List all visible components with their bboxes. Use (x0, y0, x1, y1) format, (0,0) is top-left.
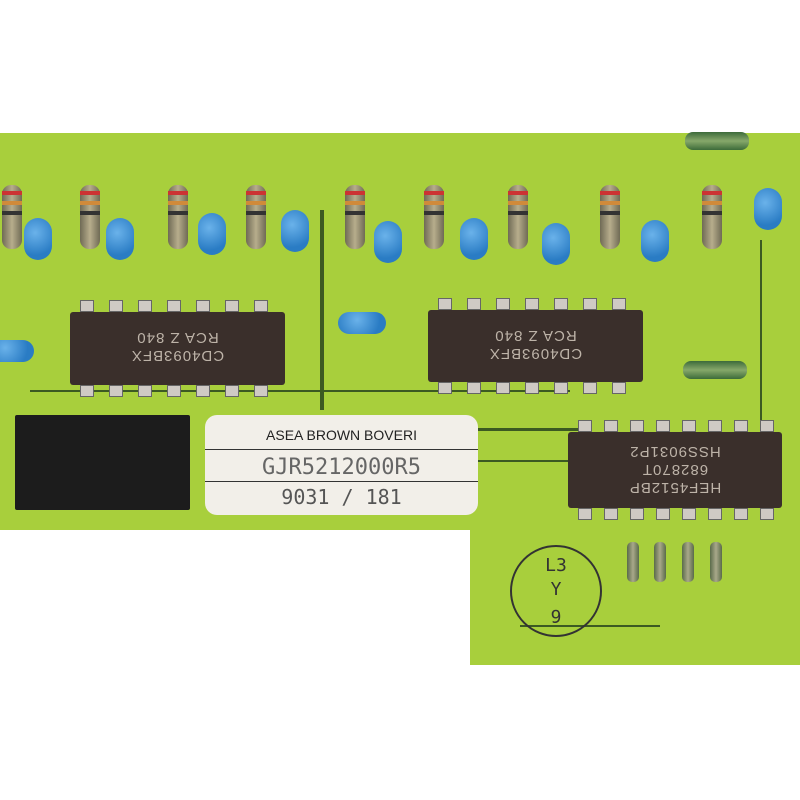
ic-pin (656, 508, 670, 520)
ic-pin (138, 385, 152, 397)
ic-pin (656, 420, 670, 432)
ic-pin (254, 300, 268, 312)
ic-pin (80, 385, 94, 397)
stamp-text: L3 (545, 555, 567, 576)
ic-pin (630, 420, 644, 432)
ic-pin (525, 298, 539, 310)
chip-marking: CD4093BFX (130, 347, 225, 364)
resistor (627, 542, 639, 582)
ic-pin (612, 298, 626, 310)
resistor (600, 185, 620, 249)
ic-pin (167, 385, 181, 397)
label-divider (205, 449, 478, 450)
trace (478, 428, 588, 431)
ic-pin (167, 300, 181, 312)
ic-pin (630, 508, 644, 520)
chip-marking: CD4093BFX (488, 345, 583, 362)
chip-marking: HEF4512BP (628, 479, 722, 496)
label-divider (205, 481, 478, 482)
ic-pin (612, 382, 626, 394)
capacitor (374, 221, 402, 263)
chip-marking: RCA Z 840 (494, 327, 577, 344)
ic-pin (760, 508, 774, 520)
ic-pin (196, 300, 210, 312)
capacitor (460, 218, 488, 260)
ic-pin (578, 508, 592, 520)
resistor (2, 185, 22, 249)
label-manufacturer: ASEA BROWN BOVERI (266, 427, 417, 443)
inspection-stamp: L3 Y 6 (510, 545, 602, 637)
ic-pin (467, 298, 481, 310)
ic-pin (225, 385, 239, 397)
ic-pin (708, 508, 722, 520)
label-serial: 9031 / 181 (281, 485, 402, 509)
stamp-text: Y (550, 579, 562, 600)
ic-pin (682, 420, 696, 432)
ic-pin (438, 298, 452, 310)
trace (478, 460, 568, 462)
ic-pin (254, 385, 268, 397)
ic-pin (583, 382, 597, 394)
capacitor (641, 220, 669, 262)
trace (760, 240, 762, 520)
ic-pin (496, 298, 510, 310)
ic-pin (554, 382, 568, 394)
trace (30, 390, 570, 392)
ic-pin (682, 508, 696, 520)
ic-pin (467, 382, 481, 394)
resistor (80, 185, 100, 249)
label-part-number: GJR5212000R5 (262, 455, 421, 480)
resistor (345, 185, 365, 249)
ic-pin (496, 382, 510, 394)
ic-pin (109, 385, 123, 397)
capacitor (106, 218, 134, 260)
capacitor (338, 312, 386, 334)
trace (320, 210, 324, 410)
capacitor (198, 213, 226, 255)
resistor (682, 542, 694, 582)
ic-pin (734, 420, 748, 432)
capacitor (754, 188, 782, 230)
ic-pin (225, 300, 239, 312)
capacitor (281, 210, 309, 252)
capacitor (0, 340, 34, 362)
resistor (683, 361, 747, 379)
ic-pin (196, 385, 210, 397)
ic-pin (583, 298, 597, 310)
ic-pin (578, 420, 592, 432)
stamp-text: 6 (550, 605, 562, 626)
resistor (246, 185, 266, 249)
trace (520, 625, 660, 627)
resistor (424, 185, 444, 249)
ic-pin (554, 298, 568, 310)
ic-pin (109, 300, 123, 312)
ic-pin (708, 420, 722, 432)
resistor (654, 542, 666, 582)
ic-pin (734, 508, 748, 520)
chip-marking: RCA Z 840 (136, 329, 219, 346)
capacitor (24, 218, 52, 260)
resistor (168, 185, 188, 249)
resistor (685, 132, 749, 150)
ic-pin (438, 382, 452, 394)
pin-header-connector (15, 415, 190, 510)
resistor (702, 185, 722, 249)
ic-pin (138, 300, 152, 312)
chip-marking: 682870T (641, 461, 709, 478)
ic-pin (760, 420, 774, 432)
ic-pin (525, 382, 539, 394)
resistor (508, 185, 528, 249)
ic-pin (604, 420, 618, 432)
product-label: ASEA BROWN BOVERI GJR5212000R5 9031 / 18… (205, 415, 478, 515)
resistor (710, 542, 722, 582)
capacitor (542, 223, 570, 265)
chip-marking: HSS9031P2 (629, 443, 721, 460)
ic-pin (80, 300, 94, 312)
ic-pin (604, 508, 618, 520)
